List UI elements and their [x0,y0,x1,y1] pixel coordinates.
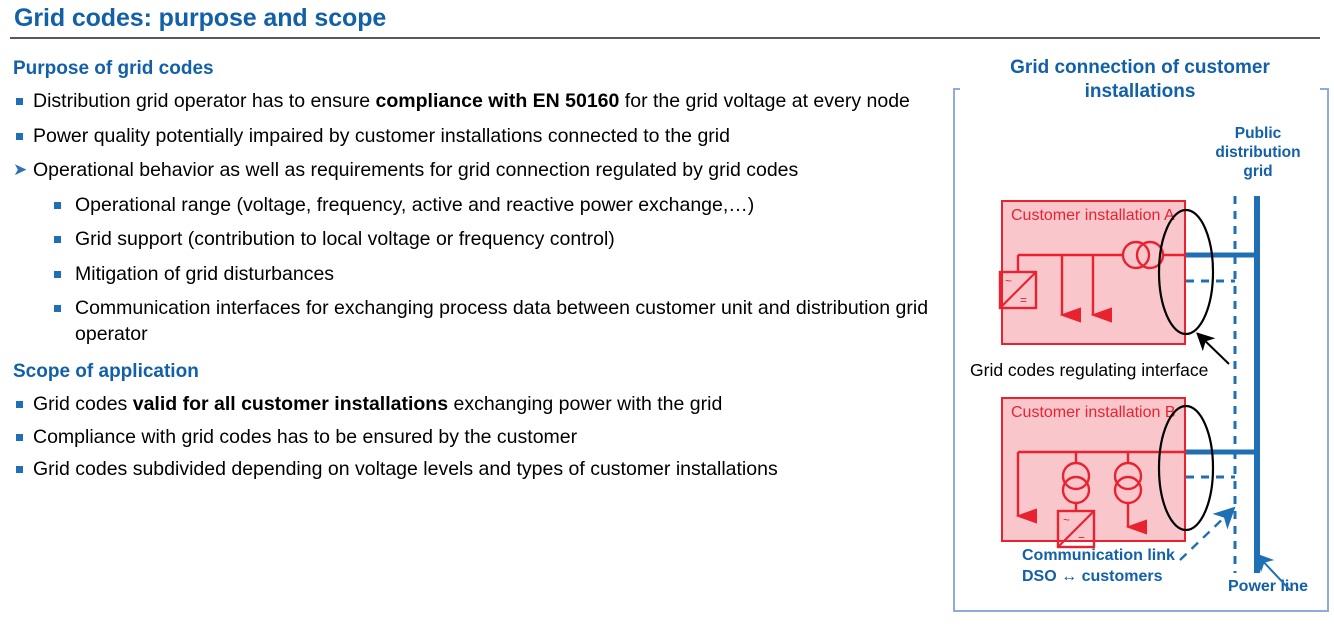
arrow-bullet-icon: ➤ [13,160,28,179]
power-line-label: Power line [1228,578,1309,595]
content-column: Purpose of grid codes Distribution grid … [8,58,953,490]
page-title: Grid codes: purpose and scope [14,4,387,32]
customer-installation-a-label: Customer installation A [1011,207,1175,224]
list-item: Grid codes valid for all customer instal… [8,392,953,418]
section-heading-scope: Scope of application [13,361,199,382]
square-bullet-icon [54,305,61,312]
square-bullet-icon [54,236,61,243]
inverter-dc-symbol: = [1078,532,1085,546]
inverter-ac-symbol: ~ [1005,274,1012,288]
bullet-text: Grid codes subdivided depending on volta… [33,458,778,480]
square-bullet-icon [16,132,23,140]
bullet-text: Compliance with grid codes has to be ens… [33,425,578,448]
list-item: Distribution grid operator has to ensure… [8,89,953,115]
bullet-text: Distribution grid operator has to ensure… [33,90,910,112]
inverter-dc-symbol: = [1020,293,1027,307]
grid-codes-interface-label: Grid codes regulating interface [970,360,1209,380]
power-label-leader [1255,553,1291,591]
list-item: Operational range (voltage, frequency, a… [50,193,953,219]
interface-ellipse-b [1157,404,1215,532]
communication-link-label: Communication link DSO ↔ customers [1022,545,1175,587]
inverter-icon [998,270,1038,310]
communication-label-leader [1179,506,1236,561]
transformer-icon [1061,461,1091,491]
sub-bullet-text: Operational range (voltage, frequency, a… [75,193,755,216]
square-bullet-icon [54,270,61,278]
diagram-title: Grid connection of customer installation… [960,56,1320,104]
interface-ellipse-a [1157,208,1215,336]
list-item: Compliance with grid codes has to be ens… [8,425,953,451]
bullet-text: Power quality potentially impaired by cu… [33,124,730,147]
transformer-icon [1121,240,1151,270]
bullet-text: Operational behavior as well as requirem… [33,159,799,181]
list-item: Grid support (contribution to local volt… [50,227,953,253]
communication-link-line1: Communication link [1022,547,1175,564]
list-item: Grid codes subdivided depending on volta… [8,457,953,483]
interface-pointer-a [1196,332,1230,365]
square-bullet-icon [16,98,23,105]
bullet-text: Grid codes valid for all customer instal… [33,393,723,415]
list-item: Power quality potentially impaired by cu… [8,124,953,150]
list-item: Communication interfaces for exchanging … [50,296,955,347]
inverter-diagonal-icon [1058,511,1094,547]
customer-installation-b-label: Customer installation B [1011,404,1176,421]
title-divider [10,37,1320,39]
square-bullet-icon [54,201,61,209]
transformer-icon [1113,461,1143,491]
communication-link-line2: DSO ↔ customers [1022,568,1163,585]
sub-bullet-text: Mitigation of grid disturbances [75,262,335,285]
sub-bullet-text: Grid support (contribution to local volt… [75,228,615,250]
list-item: Mitigation of grid disturbances [50,262,953,288]
square-bullet-icon [16,433,23,441]
inverter-diagonal-icon [1000,272,1036,308]
sub-bullet-text: Communication interfaces for exchanging … [75,297,929,345]
public-distribution-grid-label: Public distribution grid [1215,125,1301,180]
list-item: ➤ Operational behavior as well as requir… [8,158,953,184]
inverter-ac-symbol: ~ [1063,513,1070,527]
section-heading-purpose: Purpose of grid codes [13,58,214,79]
square-bullet-icon [16,466,23,473]
inverter-icon [1056,509,1096,549]
square-bullet-icon [16,401,23,408]
